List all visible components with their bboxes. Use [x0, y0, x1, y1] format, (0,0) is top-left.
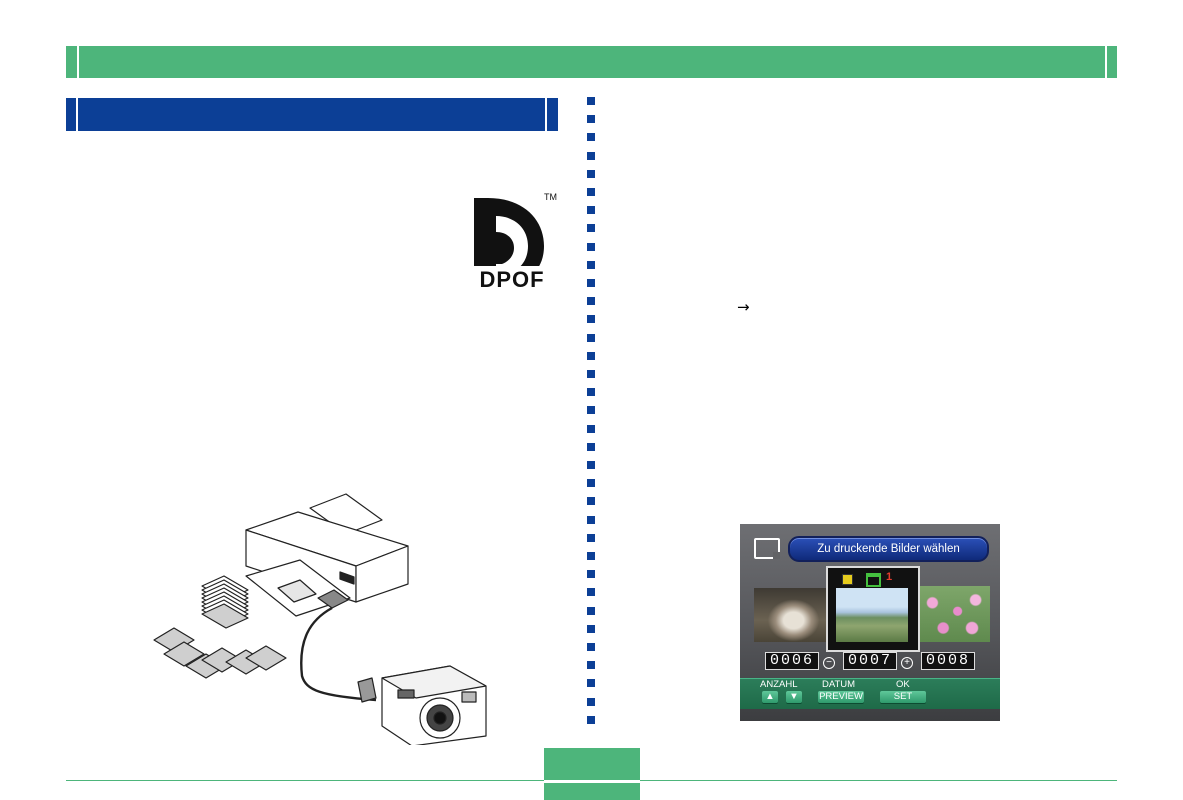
divider-dot — [587, 606, 595, 615]
header-bar-divider — [1105, 46, 1107, 78]
header-bar-divider — [77, 46, 79, 78]
minus-icon: − — [823, 657, 835, 669]
divider-dot — [587, 97, 595, 105]
page-number-tab — [544, 748, 640, 800]
frame-number-current: 0007 — [843, 652, 897, 670]
column-divider-dots — [587, 97, 596, 737]
divider-dot — [587, 169, 595, 178]
divider-dot — [587, 242, 595, 251]
divider-dot — [587, 497, 595, 506]
divider-dot — [587, 661, 595, 670]
divider-dot — [587, 188, 595, 196]
divider-dot — [587, 151, 595, 160]
divider-dot — [587, 406, 595, 415]
divider-dot — [587, 715, 595, 724]
divider-dot — [587, 351, 595, 360]
divider-dot — [587, 624, 595, 633]
divider-dot — [587, 279, 595, 287]
divider-dot — [587, 260, 595, 269]
divider-dot — [587, 388, 595, 397]
thumbnail-next-flowers — [918, 586, 990, 642]
divider-dot — [587, 588, 595, 597]
divider-dot — [587, 515, 595, 524]
down-key[interactable]: ▼ — [786, 691, 802, 703]
section-bar-divider — [76, 98, 78, 131]
right-arrow-icon: → — [737, 298, 750, 316]
print-quantity: 1 — [886, 571, 893, 583]
divider-dot — [587, 533, 595, 542]
divider-dot — [587, 479, 595, 488]
datum-label: DATUM — [822, 679, 856, 690]
thumbnail-previous-kitten — [754, 588, 826, 642]
preview-key[interactable]: PREVIEW — [818, 691, 864, 703]
divider-dot — [587, 297, 595, 306]
divider-dot — [587, 115, 595, 124]
divider-dot — [587, 570, 595, 579]
print-card-icon — [754, 538, 780, 559]
divider-dot — [587, 424, 595, 433]
divider-dot — [587, 224, 595, 233]
chapter-header-bar — [66, 46, 1117, 78]
divider-dot — [587, 442, 595, 451]
divider-dot — [587, 552, 595, 560]
dpof-logo-text: DPOF — [479, 267, 544, 290]
divider-dot — [587, 133, 595, 142]
divider-dot — [587, 370, 595, 378]
page-tab-divider — [544, 780, 640, 783]
divider-dot — [587, 697, 595, 706]
set-key[interactable]: SET — [880, 691, 926, 703]
section-bar-divider — [545, 98, 547, 131]
ok-label: OK — [896, 679, 910, 690]
divider-dot — [587, 643, 595, 651]
divider-dot — [587, 333, 595, 342]
dpof-logo: TM DPOF — [466, 192, 558, 290]
lcd-title: Zu druckende Bilder wählen — [788, 536, 989, 562]
camera-lcd-screen: Zu druckende Bilder wählen 1 0006 − 0007… — [740, 524, 1000, 721]
lcd-soft-key-bar — [740, 678, 1000, 709]
divider-dot — [587, 461, 595, 469]
frame-number-next: 0008 — [921, 652, 975, 670]
printer-icon — [866, 573, 881, 587]
divider-dot — [587, 679, 595, 688]
up-key[interactable]: ▲ — [762, 691, 778, 703]
anzahl-label: ANZAHL — [760, 679, 798, 690]
printer-camera-illustration — [153, 493, 487, 745]
frame-number-previous: 0006 — [765, 652, 819, 670]
divider-dot — [587, 315, 595, 324]
selected-checkbox-icon — [842, 574, 853, 585]
trademark-symbol: TM — [544, 192, 557, 202]
plus-icon: + — [901, 657, 913, 669]
thumbnail-current-selected: 1 — [826, 566, 920, 652]
thumbnail-landscape — [836, 588, 908, 642]
section-header-bar — [66, 98, 558, 131]
divider-dot — [587, 206, 595, 215]
